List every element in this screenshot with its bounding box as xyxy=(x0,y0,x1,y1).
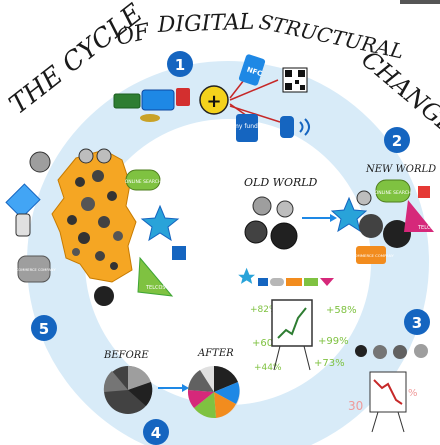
title-digital: DIGITAL xyxy=(156,10,254,38)
top-edge-bar xyxy=(400,0,440,4)
bluetooth-icon xyxy=(280,116,294,138)
step-number-1: 1 xyxy=(175,56,185,74)
old-player-coin-2 xyxy=(276,200,294,218)
coins-icon xyxy=(140,114,160,122)
app-icon xyxy=(418,186,430,198)
growth-pct-3: +73% xyxy=(314,358,345,369)
mobile-funds-icon xyxy=(236,114,258,142)
old-player-coin-1 xyxy=(252,196,272,216)
growth-pct-1: +58% xyxy=(326,305,357,316)
after-pie-chart xyxy=(187,366,240,419)
qr-code-icon xyxy=(282,67,308,93)
step1-payments: + NFC my funds xyxy=(113,54,310,142)
growth-pct-2: +99% xyxy=(318,336,349,347)
nfc-phone-icon xyxy=(238,54,266,86)
telcos-triangle-icon-5 xyxy=(137,256,174,297)
decline-line xyxy=(373,379,403,405)
online-search-badge-5 xyxy=(125,169,161,191)
step-number-2: 2 xyxy=(392,132,402,150)
star-icon-5 xyxy=(140,204,180,242)
step-badge-5: 5 xyxy=(31,315,57,341)
ecommerce-badge-5 xyxy=(17,255,51,283)
old-world-label: OLD WORLD xyxy=(244,176,318,189)
step-number-3: 3 xyxy=(412,314,422,332)
ecommerce-label-5: E-COMMERCE COMPANY xyxy=(12,268,56,272)
step3-growth: +58% +99% +73% +60% +44% +82% 30 % xyxy=(238,267,428,433)
plus-circle-icon xyxy=(199,85,229,115)
online-search-badge xyxy=(375,179,411,203)
ecommerce-badge xyxy=(356,246,386,264)
flip-chart-board xyxy=(271,299,313,347)
step5-germany-map: ONLINE SEARCH TELCOS E-COMMERCE COMPANY xyxy=(5,148,186,306)
step-number-5: 5 xyxy=(39,320,49,338)
ecommerce-label: E-COMMERCE COMPANY xyxy=(348,253,394,258)
step-badge-2: 2 xyxy=(384,127,410,153)
my-funds-label: my funds xyxy=(233,123,261,130)
telcos-triangle-icon xyxy=(404,200,434,232)
svg-text:30: 30 xyxy=(348,399,363,413)
step2-new-world: NEW WORLD ONLINE SEARCH TELCOS E-COMMERC… xyxy=(330,164,438,264)
new-world-label: NEW WORLD xyxy=(365,164,436,175)
logo-strip xyxy=(238,267,334,286)
cash-stack-icon xyxy=(113,93,141,109)
after-label: AFTER xyxy=(197,348,234,359)
growth-line xyxy=(277,307,307,339)
svg-text:%: % xyxy=(408,388,418,399)
growth-pct-5: +44% xyxy=(254,363,282,373)
plus-sign: + xyxy=(206,91,221,112)
growth-pct-4: +60% xyxy=(252,338,283,349)
old-player-coin-3 xyxy=(244,220,268,244)
telcos-label-5: TELCOS xyxy=(145,285,166,291)
old-player-coin-4 xyxy=(270,222,298,250)
credit-card-icon xyxy=(141,89,175,111)
card-reader-icon xyxy=(176,88,190,106)
center-old-world: OLD WORLD xyxy=(244,176,337,250)
step-badge-4: 4 xyxy=(143,419,169,445)
app-icon-5 xyxy=(172,246,186,260)
signal-waves-icon xyxy=(299,118,310,136)
decline-chart-board xyxy=(369,371,407,413)
before-pie-chart xyxy=(103,365,153,414)
growth-pct-6: +82% xyxy=(250,305,278,315)
online-search-label-5: ONLINE SEARCH xyxy=(125,179,162,185)
before-label: BEFORE xyxy=(103,350,149,361)
player-token-top xyxy=(29,151,51,173)
telcos-label: TELCOS xyxy=(417,225,438,231)
step4-market-share: BEFORE AFTER xyxy=(103,348,240,419)
step-number-4: 4 xyxy=(151,424,161,442)
step-badge-3: 3 xyxy=(404,309,430,335)
step-badge-1: 1 xyxy=(167,51,193,77)
star-icon xyxy=(330,196,368,233)
badge-diamond-5 xyxy=(5,183,41,219)
online-search-label: ONLINE SEARCH xyxy=(375,190,412,196)
